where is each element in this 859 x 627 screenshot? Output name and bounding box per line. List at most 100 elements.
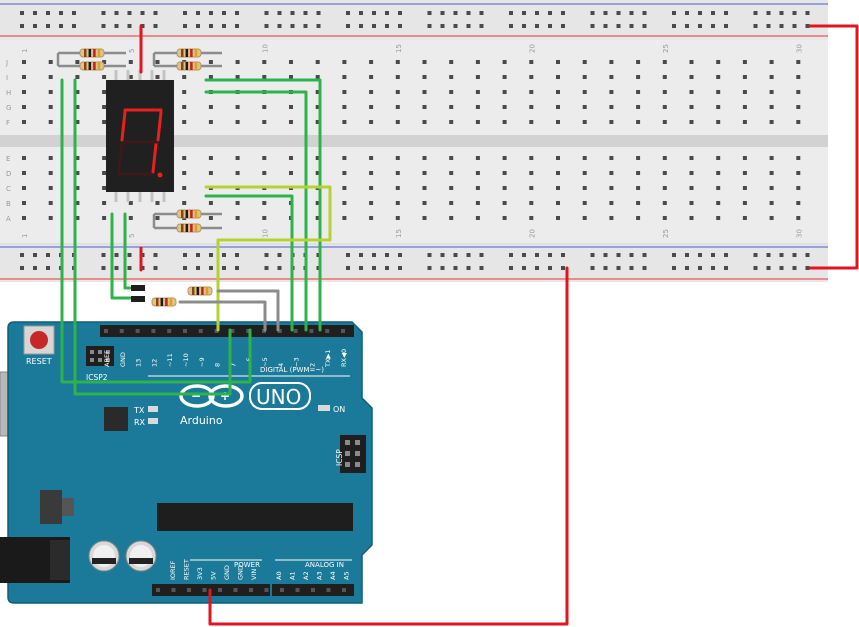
breadboard-hole [48,75,53,79]
breadboard-hole [689,120,694,124]
breadboard-hole [556,75,560,79]
rail-hole [616,11,621,15]
breadboard-hole [48,105,53,109]
breadboard-hole [289,120,293,124]
rail-hole [629,266,634,270]
reset-button[interactable] [30,331,48,349]
column-number: 5 [128,49,136,53]
rail-hole [222,266,226,270]
breadboard-hole [529,171,534,175]
breadboard-hole [422,186,427,190]
rail-hole [72,24,76,28]
icsp2-pin [106,358,110,362]
rail-hole [642,11,647,15]
breadboard-hole [48,171,53,175]
power-pin-label: 3V3 [196,567,204,580]
analog-pin-label: A2 [302,571,310,580]
breadboard-hole [796,90,801,94]
breadboard-hole [796,186,801,190]
rail-hole [427,253,432,257]
logo-plus: + [220,389,230,403]
uno-text: UNO [256,385,301,409]
breadboard-hole [75,90,80,94]
analog-label: ANALOG IN [305,561,344,569]
breadboard-hole [235,60,240,64]
breadboard-hole [636,186,641,190]
breadboard-hole [422,60,427,64]
rail-hole [290,11,295,15]
rail-hole [792,266,797,270]
breadboard-hole [769,171,774,175]
breadboard-hole [636,90,641,94]
breadboard-hole [342,186,347,190]
resistors [56,48,222,307]
header-pin [233,588,238,592]
breadboard-hole [235,201,240,205]
header-pin [156,588,160,592]
icsp2-pin [90,350,94,354]
header-pin [277,329,282,333]
breadboard-hole [556,156,560,160]
resistor-band [181,49,184,57]
breadboard-hole [262,216,267,220]
rail-hole [672,24,676,28]
breadboard-hole [128,60,133,64]
breadboard-hole [395,90,400,94]
row-letter: E [6,155,10,163]
breadboard-hole [235,156,240,160]
rail-hole [46,24,50,28]
display-pin [150,192,154,202]
resistor-band [194,210,198,218]
breadboard-hole [716,75,721,79]
rail-hole [522,11,526,15]
breadboard-hole [609,120,614,124]
signal-wire [73,78,232,396]
breadboard-hole [529,156,534,160]
breadboard-hole [769,90,774,94]
breadboard-hole [182,156,187,160]
breadboard-hole [395,156,400,160]
rail-hole [398,24,402,28]
breadboard-hole [689,186,694,190]
breadboard-hole [342,75,347,79]
rail-hole [779,11,784,15]
breadboard-hole [315,75,320,79]
rail-hole [264,11,269,15]
breadboard-hole [102,120,107,124]
breadboard-hole [75,75,80,79]
rail-hole [385,253,389,257]
rail-hole [264,266,269,270]
rail-hole [372,253,376,257]
breadboard-hole [582,60,587,64]
breadboard-hole [369,105,374,109]
rail-hole [805,253,810,257]
breadboard-hole [556,120,560,124]
rail-hole [509,11,513,15]
breadboard-hole [182,120,187,124]
breadboard-hole [208,75,213,79]
header-pin [341,329,345,333]
breadboard-hole [208,105,213,109]
breadboard-hole [636,75,641,79]
column-number: 30 [795,229,803,238]
breadboard-hole [742,120,747,124]
resistor-band [169,298,173,306]
breadboard-hole [582,216,587,220]
rail-hole [479,11,484,15]
analog-pin-label: A3 [316,571,324,580]
display-pin [114,70,118,80]
analog-pin-label: A5 [343,571,351,580]
rail-hole [561,266,565,270]
rail-hole [372,266,376,270]
breadboard-hole [529,120,534,124]
logo-right-loop [208,384,244,408]
resistor-band [93,62,96,70]
rail-hole [33,11,37,15]
rail-hole [779,24,784,28]
rail-hole [101,11,106,15]
resistor-band [181,62,184,70]
rail-hole [127,11,132,15]
breadboard-hole [22,75,26,79]
rail-hole [603,24,608,28]
